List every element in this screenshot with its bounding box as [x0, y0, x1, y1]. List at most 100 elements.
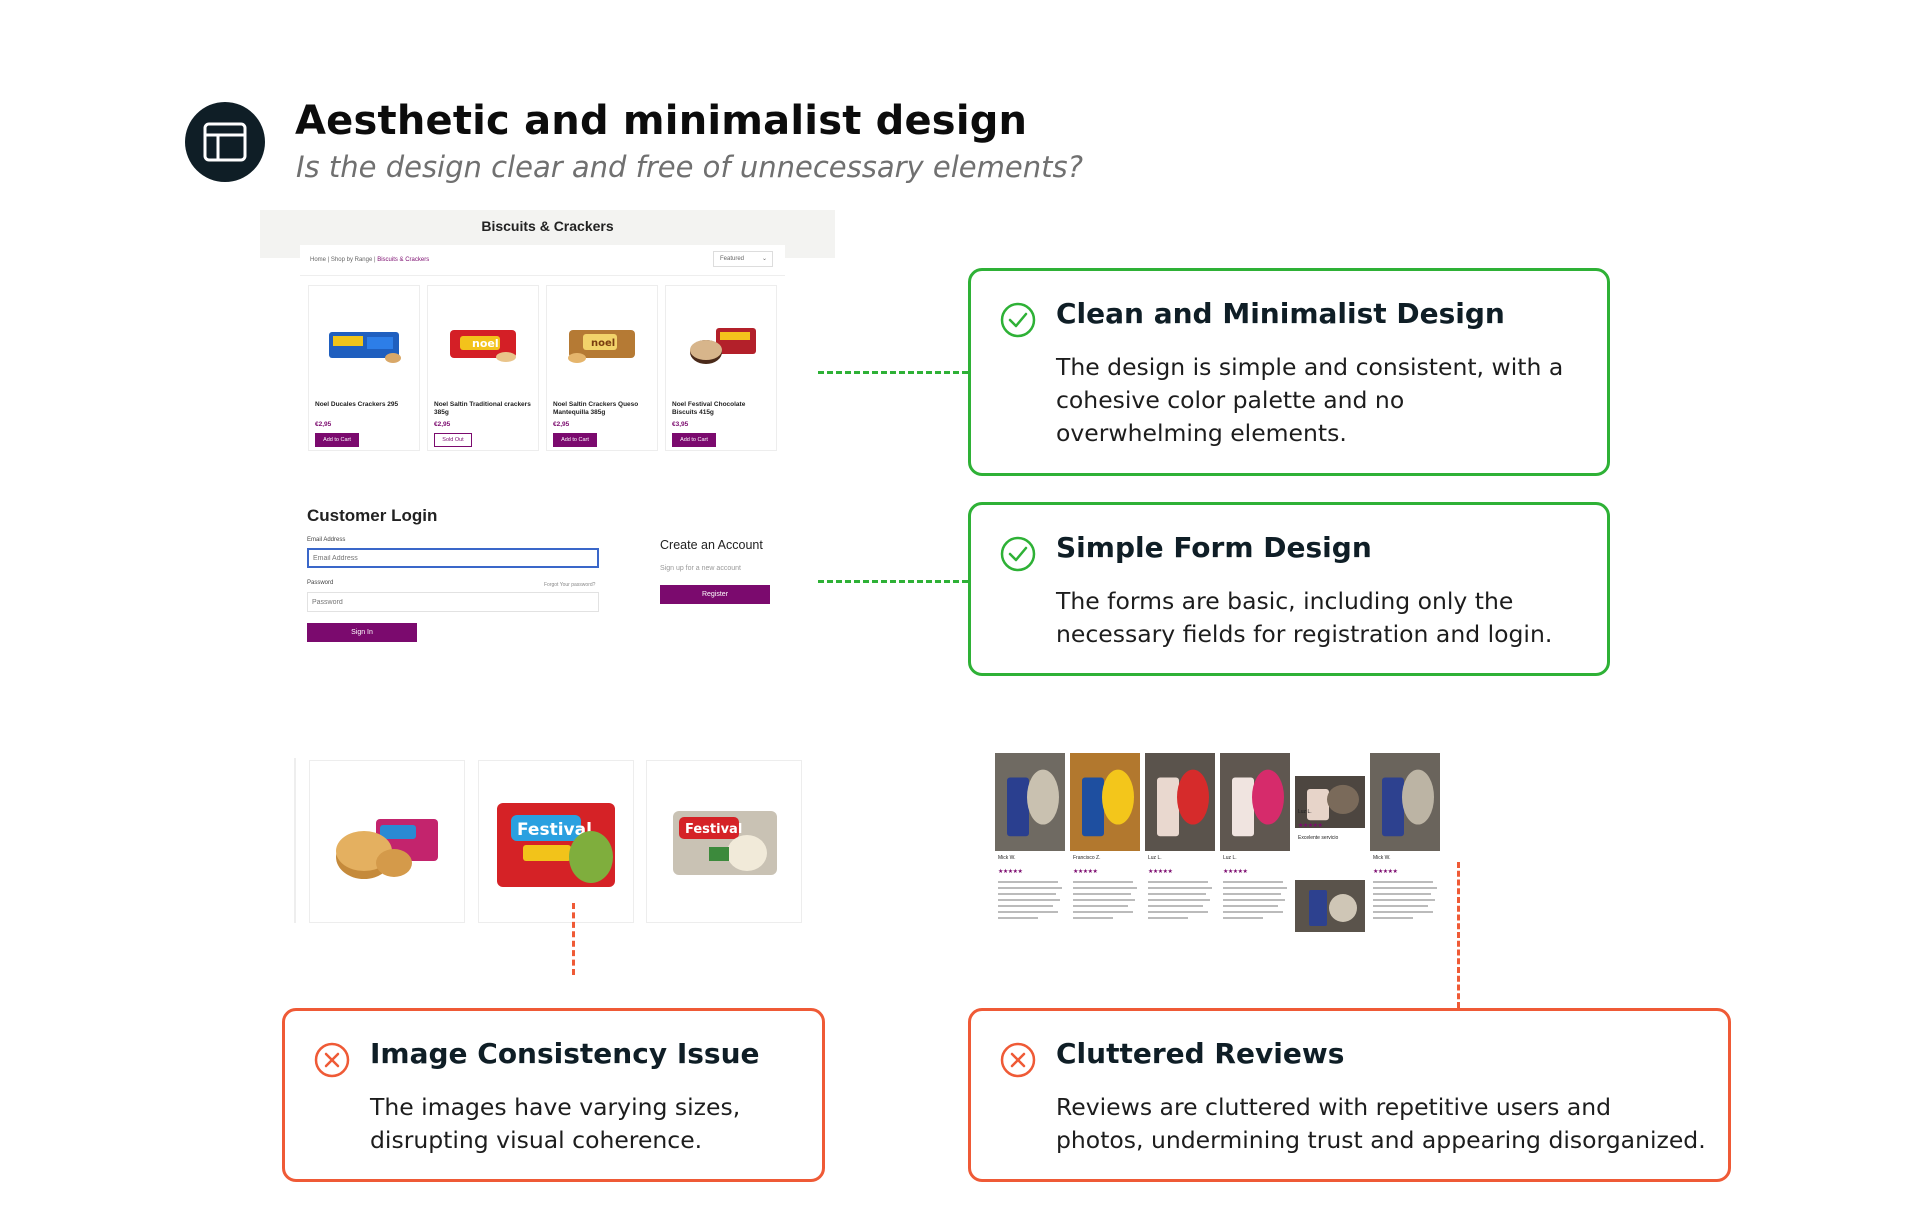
- product-name[interactable]: Noel Saltin Crackers Queso Mantequilla 3…: [553, 401, 639, 416]
- review-photo[interactable]: [1370, 753, 1440, 851]
- annotation-card-cluttered-reviews: Cluttered Reviews Reviews are cluttered …: [968, 1008, 1731, 1182]
- product-image[interactable]: Festival: [669, 803, 781, 883]
- reviewer-name: Mick W.: [1373, 855, 1391, 861]
- review-text-line: [1373, 905, 1428, 907]
- review-card[interactable]: Luz L.★★★★★: [1145, 753, 1215, 933]
- review-photo[interactable]: [1295, 753, 1365, 851]
- annotation-body: The design is simple and consistent, wit…: [1056, 353, 1564, 447]
- product-image[interactable]: [332, 813, 444, 887]
- x-circle-icon: [1000, 1042, 1036, 1078]
- product-price: €3,95: [672, 421, 689, 428]
- chevron-down-icon: ⌄: [761, 256, 767, 262]
- annotation-body: The images have varying sizes, disruptin…: [370, 1093, 741, 1154]
- review-text-line: [1148, 881, 1208, 883]
- sign-in-button[interactable]: Sign In: [307, 623, 417, 642]
- product-card[interactable]: noel Noel Saltin Traditional crackers 38…: [427, 285, 539, 451]
- check-circle-icon: [1000, 302, 1036, 338]
- product-image[interactable]: noel: [561, 322, 645, 370]
- email-field[interactable]: [307, 548, 599, 568]
- create-account-title: Create an Account: [660, 538, 763, 552]
- email-label: Email Address: [307, 537, 346, 543]
- review-text-line: [1373, 881, 1433, 883]
- add-to-cart-button[interactable]: Add to Cart: [553, 433, 597, 447]
- review-text-line: [1223, 917, 1263, 919]
- product-price: €2,95: [553, 421, 570, 428]
- login-title: Customer Login: [307, 506, 438, 525]
- add-to-cart-button[interactable]: Add to Cart: [672, 433, 716, 447]
- annotation-title: Image Consistency Issue: [370, 1037, 760, 1070]
- review-photo[interactable]: [995, 753, 1065, 851]
- review-text-line: [1148, 905, 1203, 907]
- connector-line: [572, 903, 575, 975]
- svg-text:noel: noel: [591, 338, 615, 349]
- breadcrumb-home[interactable]: Home: [310, 257, 327, 263]
- review-text-line: [1148, 917, 1188, 919]
- register-button[interactable]: Register: [660, 585, 770, 604]
- review-photo[interactable]: [1070, 753, 1140, 851]
- product-image[interactable]: Festival: [493, 795, 619, 895]
- review-text-line: [1148, 893, 1206, 895]
- breadcrumb: Home | Shop by Range | Biscuits & Cracke…: [310, 257, 430, 263]
- review-stars: ★★★★★: [1073, 868, 1098, 875]
- review-stars: ★★★★★: [998, 868, 1023, 875]
- annotation-card-simple-form: Simple Form Design The forms are basic, …: [968, 502, 1610, 676]
- annotation-body: Reviews are cluttered with repetitive us…: [1056, 1093, 1706, 1154]
- product-image-card[interactable]: [309, 760, 465, 923]
- annotation-card-clean-design: Clean and Minimalist Design The design i…: [968, 268, 1610, 476]
- product-name[interactable]: Noel Festival Chocolate Biscuits 415g: [672, 401, 746, 416]
- review-text-line: [1373, 887, 1437, 889]
- reviewer-name: Mick W.: [998, 855, 1016, 861]
- review-text-line: [998, 887, 1062, 889]
- review-text-line: [1373, 911, 1433, 913]
- review-text-line: [1148, 911, 1208, 913]
- divider: [300, 275, 785, 276]
- review-text-line: [1073, 911, 1133, 913]
- review-card[interactable]: Francisco Z.★★★★★: [1070, 753, 1140, 933]
- product-image[interactable]: noel: [442, 322, 526, 370]
- review-stars: ★★★★★: [1223, 868, 1248, 875]
- review-text-line: [998, 905, 1053, 907]
- review-card[interactable]: Mick W. ★★★★★: [995, 753, 1065, 933]
- review-text-line: [1073, 899, 1135, 901]
- review-text-line: [1223, 905, 1278, 907]
- breadcrumb-range[interactable]: Shop by Range: [330, 257, 373, 263]
- review-photo[interactable]: [1145, 753, 1215, 851]
- annotation-title: Simple Form Design: [1056, 531, 1372, 564]
- password-label: Password: [307, 580, 334, 586]
- review-text-line: [998, 893, 1056, 895]
- product-image-card[interactable]: Festival: [478, 760, 634, 923]
- review-text-line: [1148, 887, 1212, 889]
- product-card[interactable]: Noel Festival Chocolate Biscuits 415g €3…: [665, 285, 777, 451]
- annotation-card-image-consistency: Image Consistency Issue The images have …: [282, 1008, 825, 1182]
- product-image-card[interactable]: Festival: [646, 760, 802, 923]
- product-card[interactable]: Noel Ducales Crackers 295 €2,95 Add to C…: [308, 285, 420, 451]
- review-text-line: [1373, 893, 1431, 895]
- product-image[interactable]: [323, 322, 407, 370]
- review-card[interactable]: Luz L. ★★★★★ Excelente servicio: [1295, 753, 1365, 933]
- review-card[interactable]: Mick W. ★★★★★: [1370, 753, 1440, 933]
- product-name[interactable]: Noel Saltin Traditional crackers 385g: [434, 401, 531, 416]
- password-field[interactable]: [307, 592, 599, 612]
- reviewer-name: Luz L.: [1223, 855, 1237, 861]
- sort-select[interactable]: Featured ⌄: [713, 251, 773, 267]
- page-title: Aesthetic and minimalist design: [295, 98, 1028, 144]
- product-name[interactable]: Noel Ducales Crackers 295: [315, 401, 399, 408]
- forgot-password-link[interactable]: Forgot Your password?: [544, 582, 596, 588]
- product-price: €2,95: [315, 421, 332, 428]
- product-image[interactable]: [680, 322, 764, 370]
- connector-line: [1457, 862, 1460, 1008]
- review-quote: Excelente servicio: [1298, 835, 1339, 841]
- review-photo[interactable]: [1295, 880, 1365, 932]
- add-to-cart-button[interactable]: Add to Cart: [315, 433, 359, 447]
- sold-out-button[interactable]: Sold Out: [434, 433, 472, 447]
- review-text-line: [1373, 917, 1413, 919]
- reviewer-name: Luz L.: [1298, 809, 1312, 815]
- review-stars: ★★★★★: [1298, 822, 1323, 829]
- reviewer-name: Luz L.: [1148, 855, 1162, 861]
- x-circle-icon: [314, 1042, 350, 1078]
- review-photo[interactable]: [1220, 753, 1290, 851]
- product-card[interactable]: noel Noel Saltin Crackers Queso Mantequi…: [546, 285, 658, 451]
- review-text-line: [1223, 893, 1281, 895]
- review-card[interactable]: Luz L. ★★★★★: [1220, 753, 1290, 933]
- review-stars: ★★★★★: [1373, 868, 1398, 875]
